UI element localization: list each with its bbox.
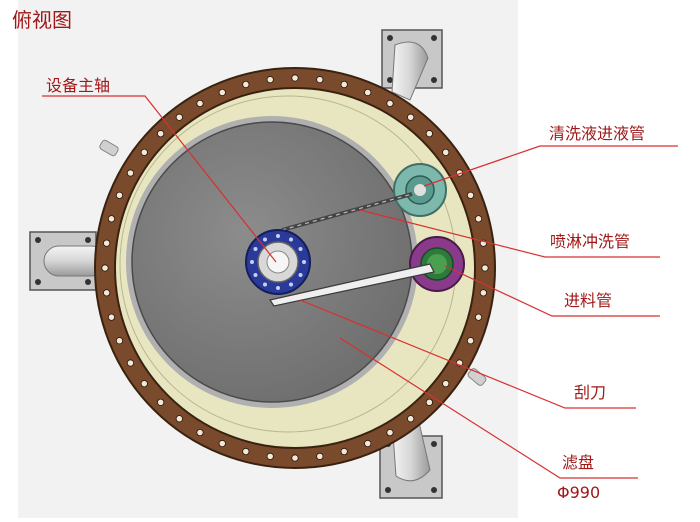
spindle-bolt [250, 260, 254, 264]
nozzle-bottom [379, 417, 443, 499]
leader-filter-disc [339, 337, 638, 479]
nozzle-left [29, 231, 107, 291]
rinse-inlet-pipe [393, 163, 447, 217]
bolt-hole [101, 264, 109, 272]
bolt-hole [242, 80, 250, 89]
bolt-hole [407, 415, 415, 423]
bolt-hole [266, 76, 274, 84]
label-scraper: 刮刀 [574, 383, 607, 402]
scraper-blade [269, 263, 435, 307]
bolt-hole [340, 447, 348, 456]
bolt-hole [218, 88, 226, 97]
bolt-hole [140, 148, 148, 156]
spindle-bolt [298, 247, 303, 251]
leader-scraper [299, 299, 636, 409]
bolt-hole [157, 398, 165, 406]
spindle-bolt [302, 260, 306, 264]
spray-nozzles [281, 193, 413, 231]
leader-lines [42, 95, 678, 479]
feed-pipe [409, 236, 465, 292]
bolt-hole [425, 398, 433, 406]
spindle-bolt [263, 282, 267, 287]
bolt-hole [103, 289, 111, 297]
spindle-bolt [289, 237, 293, 242]
bolt-hole [107, 215, 116, 223]
bolt-hole [340, 80, 348, 89]
label-diameter: Φ990 [557, 483, 601, 502]
bolt-hole [442, 380, 450, 388]
bolt-hole [115, 191, 124, 199]
bolt-hole [316, 76, 324, 84]
bolt-hole [386, 428, 394, 437]
bolt-hole [126, 169, 135, 177]
bolt-hole [196, 428, 204, 437]
bolt-hole [196, 99, 204, 108]
spindle-bolt [289, 282, 293, 287]
leader-spray-pipe [359, 209, 660, 258]
bolt-hole [442, 148, 450, 156]
spindle-bolt [276, 234, 280, 238]
bolt-hole [107, 313, 116, 321]
bolt-hole [425, 130, 433, 138]
bolt-hole [466, 337, 475, 345]
bolt-hole [407, 113, 415, 121]
bolt-hole [291, 74, 299, 82]
spindle-bolt [298, 273, 303, 277]
bolt-hole [474, 215, 483, 223]
label-filter-disc: 滤盘 [562, 453, 595, 472]
spindle-bolt [253, 273, 258, 277]
bolt-hole [175, 415, 183, 423]
bolt-hole [481, 264, 489, 272]
spindle [245, 229, 311, 295]
leader-rinse-inlet [423, 145, 678, 187]
bolt-hole [175, 113, 183, 121]
bolt-hole [126, 359, 135, 367]
bolt-hole [316, 452, 324, 460]
bolt-hole [115, 337, 124, 345]
nozzle-top-right [381, 29, 443, 101]
leader-spindle [42, 95, 277, 263]
bolt-hole [364, 88, 372, 97]
bolt-hole [103, 239, 111, 247]
bolt-hole [157, 130, 165, 138]
view-title: 俯视图 [12, 8, 72, 32]
bolt-hole [266, 452, 274, 460]
bolt-hole [218, 439, 226, 448]
stud-top-left [99, 139, 119, 157]
label-rinse-inlet: 清洗液进液管 [549, 124, 646, 143]
bolt-hole [474, 313, 483, 321]
spindle-bolt [253, 247, 258, 251]
spindle-bolt [263, 237, 267, 242]
bolt-hole [466, 191, 475, 199]
label-feed-pipe: 进料管 [564, 291, 613, 310]
leader-feed-pipe [444, 265, 660, 317]
spindle-bolt [276, 286, 280, 290]
bolt-hole [291, 454, 299, 462]
flange-bolt-holes [101, 74, 489, 462]
bolt-hole [386, 99, 394, 108]
bolt-hole [364, 439, 372, 448]
bolt-hole [140, 380, 148, 388]
label-spindle: 设备主轴 [46, 76, 111, 95]
label-spray-pipe: 喷淋冲洗管 [550, 232, 631, 251]
bolt-hole [242, 447, 250, 456]
bolt-hole [479, 289, 487, 297]
